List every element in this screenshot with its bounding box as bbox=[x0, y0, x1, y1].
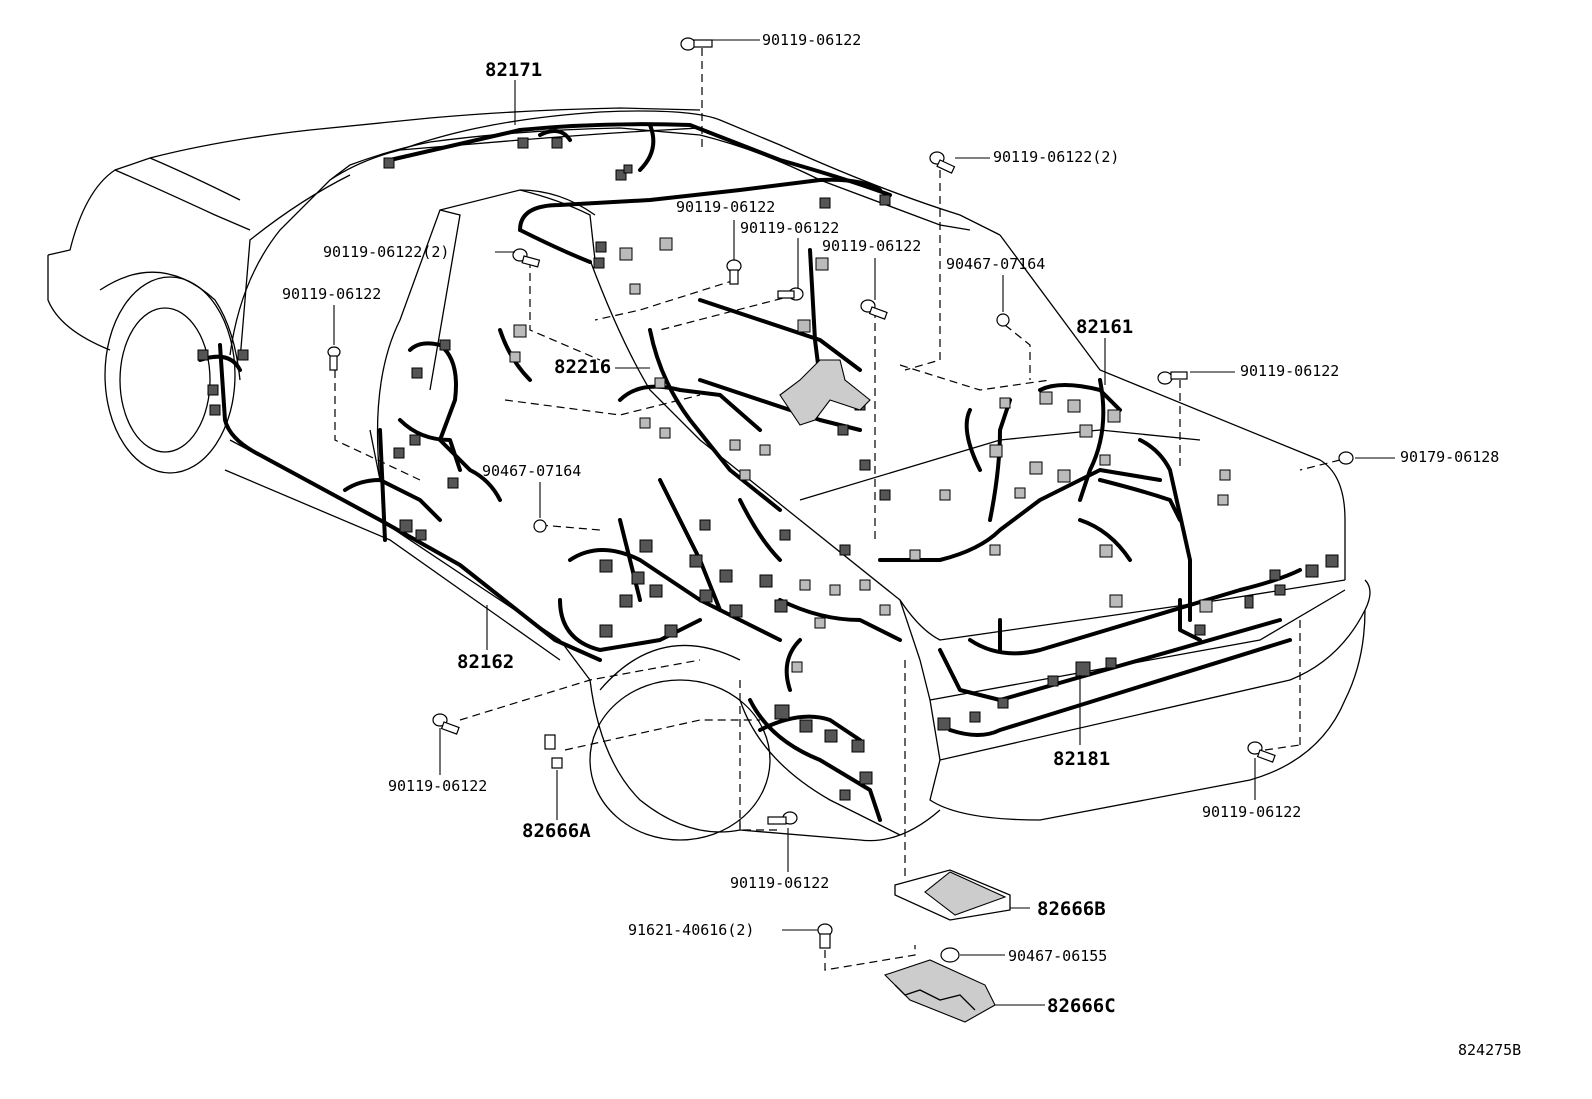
label-nut-under: 90467-06155 bbox=[1008, 947, 1107, 965]
fasteners bbox=[327, 37, 1354, 963]
bolt-icon bbox=[817, 923, 833, 949]
relay-block-cover-82666b bbox=[894, 869, 1011, 921]
leader-lines bbox=[333, 39, 1395, 1006]
clip-icon bbox=[544, 734, 563, 769]
label-82161: 82161 bbox=[1076, 316, 1133, 338]
label-82216: 82216 bbox=[554, 356, 611, 378]
label-82162: 82162 bbox=[457, 651, 514, 673]
label-bolt-top: 90119-06122 bbox=[762, 31, 861, 49]
label-bolt-under: 91621-40616(2) bbox=[628, 921, 754, 939]
bolt-icon bbox=[1157, 371, 1188, 385]
bolt-icon bbox=[1247, 741, 1276, 763]
label-82666a: 82666A bbox=[522, 820, 591, 842]
part-labels: 82171 90119-06122 90119-06122(2) 90119-0… bbox=[282, 31, 1521, 1059]
label-clip-floor: 90467-07164 bbox=[482, 462, 581, 480]
label-bolt-c-pillar: 90119-06122(2) bbox=[323, 243, 449, 261]
nut-icon bbox=[940, 947, 960, 963]
bolt-icon bbox=[767, 811, 798, 825]
bracket-82666c bbox=[883, 959, 996, 1023]
harness-protectors bbox=[779, 359, 871, 426]
bolt-icon bbox=[726, 259, 742, 285]
bolt-icon bbox=[929, 151, 956, 174]
label-bolt-trunk-floor: 90119-06122 bbox=[730, 874, 829, 892]
label-bolt-center2: 90119-06122 bbox=[740, 219, 839, 237]
label-82666b: 82666B bbox=[1037, 898, 1106, 920]
label-82181: 82181 bbox=[1053, 748, 1110, 770]
label-bolt-roof-right: 90119-06122(2) bbox=[993, 148, 1119, 166]
label-82666c: 82666C bbox=[1047, 995, 1116, 1017]
wire-harnesses bbox=[198, 122, 1302, 822]
clip-icon bbox=[533, 519, 547, 533]
clip-icon bbox=[996, 313, 1010, 327]
connectors bbox=[197, 137, 1339, 801]
dashed-reference-lines bbox=[334, 48, 1341, 971]
diagram-id: 824275B bbox=[1458, 1041, 1521, 1059]
bolt-icon bbox=[432, 713, 460, 735]
bolt-icon bbox=[327, 346, 341, 371]
label-bolt-center3: 90119-06122 bbox=[822, 237, 921, 255]
bolt-icon bbox=[860, 299, 888, 320]
bolt-icon bbox=[777, 287, 804, 301]
label-bolt-trunk-right: 90119-06122 bbox=[1240, 362, 1339, 380]
clip-icon bbox=[1338, 451, 1354, 465]
bolt-icon bbox=[680, 37, 713, 51]
label-bolt-center1: 90119-06122 bbox=[676, 198, 775, 216]
bolt-icon bbox=[512, 248, 541, 268]
label-clip-rear-corner: 90179-06128 bbox=[1400, 448, 1499, 466]
label-bolt-b-pillar: 90119-06122 bbox=[282, 285, 381, 303]
label-82171: 82171 bbox=[485, 59, 542, 81]
label-bolt-rocker: 90119-06122 bbox=[388, 777, 487, 795]
label-bolt-bumper-right: 90119-06122 bbox=[1202, 803, 1301, 821]
label-clip-rear-shelf: 90467-07164 bbox=[946, 255, 1045, 273]
